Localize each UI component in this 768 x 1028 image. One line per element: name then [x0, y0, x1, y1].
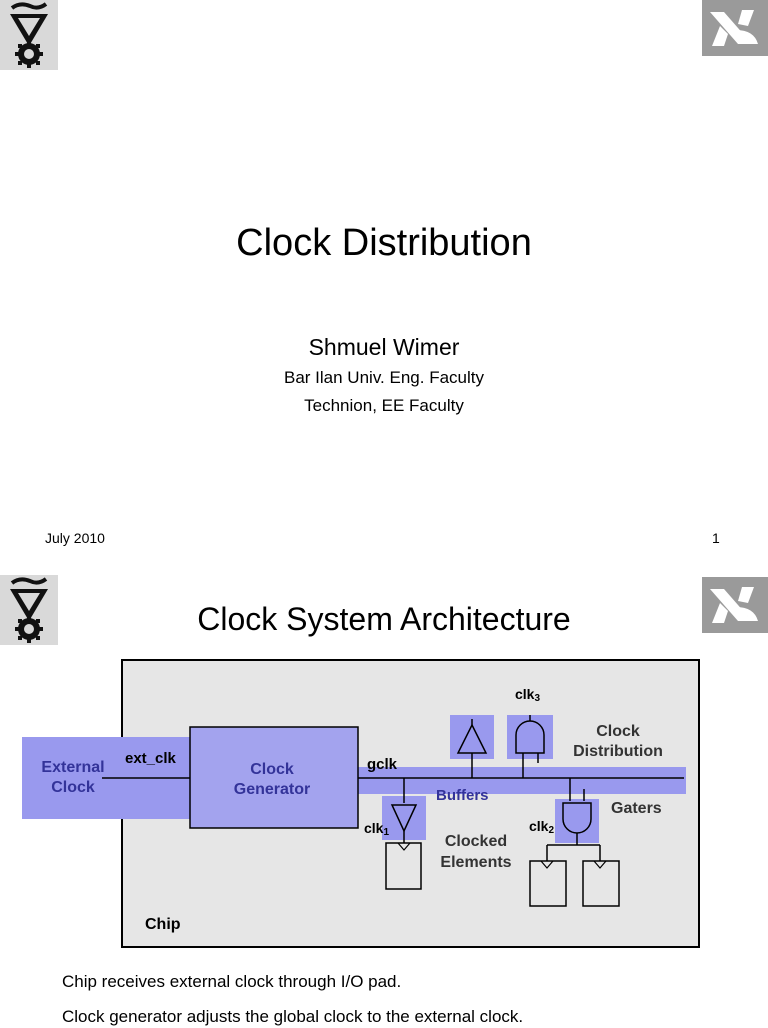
slide-2: Clock System Architecture — [0, 575, 768, 1026]
clock-architecture-diagram: External Clock ext_clk Clock Generator g… — [22, 659, 700, 948]
clk3-subscript: 3 — [534, 693, 540, 704]
clk1-subscript: 1 — [383, 827, 389, 838]
clock-distribution-label-1: Clock — [596, 723, 640, 740]
gclk-bus-highlight — [358, 767, 686, 794]
buffer1-triangle — [390, 804, 418, 833]
clocked-elements-label-2: Elements — [440, 854, 511, 871]
bar-ilan-logo — [702, 0, 768, 56]
svg-text:clk2: clk2 — [529, 818, 554, 836]
flipflop-3 — [582, 860, 620, 907]
bar-ilan-logo — [702, 577, 768, 633]
bullet-1: Chip receives external clock through I/O… — [62, 972, 402, 991]
clk2-subscript: 2 — [548, 825, 554, 836]
buffers-label: Buffers — [436, 787, 489, 804]
clock-generator-label-2: Generator — [234, 781, 310, 798]
page-number: 1 — [712, 530, 720, 546]
technion-logo — [0, 575, 58, 645]
clocked-elements-label-1: Clocked — [445, 833, 507, 850]
gater3-shape — [515, 720, 545, 754]
clock-generator-label-1: Clock — [250, 761, 294, 778]
chip-label: Chip — [145, 916, 181, 933]
affiliation-2: Technion, EE Faculty — [304, 396, 464, 415]
affiliation-1: Bar Ilan Univ. Eng. Faculty — [284, 368, 484, 387]
footer-date: July 2010 — [45, 530, 105, 546]
flipflop-1 — [385, 842, 422, 890]
external-clock-label-2: Clock — [51, 779, 95, 796]
slide-title: Clock Distribution — [236, 222, 532, 264]
svg-text:clk3: clk3 — [515, 686, 540, 704]
gater2-shape — [562, 802, 592, 834]
clock-distribution-label-2: Distribution — [573, 743, 663, 760]
external-clock-label-1: External — [41, 759, 104, 776]
clk2-label: clk — [529, 818, 549, 834]
clk3-label: clk — [515, 686, 535, 702]
gclk-label: gclk — [367, 756, 398, 773]
ext-clk-label: ext_clk — [125, 750, 177, 767]
author-name: Shmuel Wimer — [308, 334, 460, 360]
slide-title: Clock System Architecture — [197, 601, 571, 637]
slide-1: Clock Distribution Shmuel Wimer Bar Ilan… — [0, 0, 768, 546]
clk1-label: clk — [364, 820, 384, 836]
gater3-highlight — [507, 715, 553, 759]
flipflop-2 — [529, 860, 567, 907]
gaters-label: Gaters — [611, 800, 662, 817]
svg-text:clk1: clk1 — [364, 820, 389, 838]
technion-logo — [0, 0, 58, 70]
bullet-2: Clock generator adjusts the global clock… — [62, 1007, 524, 1026]
clock-generator-box — [189, 726, 359, 829]
